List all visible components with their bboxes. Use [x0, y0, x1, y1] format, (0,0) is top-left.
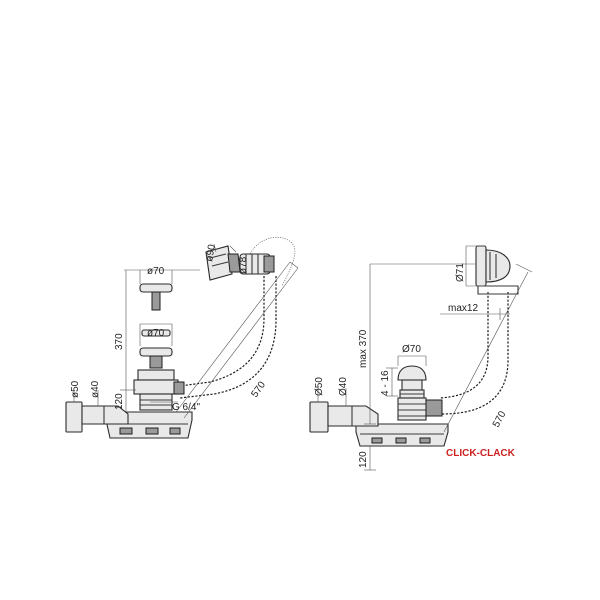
right-dimension-lines	[317, 245, 533, 471]
overflow-hose	[179, 276, 277, 399]
right-dim-d50: Ø50	[314, 377, 325, 396]
right-overflow-hose	[439, 285, 519, 415]
right-dim-h120: 120	[358, 451, 369, 468]
middle-plug	[139, 329, 173, 369]
right-dim-max370: max 370	[358, 329, 369, 368]
right-dim-l570: 570	[491, 409, 509, 429]
right-dim-d70: Ø70	[402, 344, 421, 355]
overflow-cap	[475, 245, 511, 287]
left-dim-h120: 120	[114, 393, 125, 410]
left-dim-l570: 570	[249, 379, 268, 399]
left-dim-d50: ø50	[70, 380, 81, 398]
right-dim-h4-16: 4 - 16	[380, 370, 391, 396]
left-dim-d40: ø40	[90, 380, 101, 398]
plug-chain	[247, 237, 296, 287]
top-plug	[139, 283, 173, 311]
right-outlet-pipe	[309, 401, 379, 433]
right-dim-max12: max12	[448, 303, 478, 314]
left-dim-d70-mid: ø70	[147, 328, 165, 339]
left-diagram: ø70 ø90 ø78 370 ø70 ø50 ø40 120 G 6/4" 5…	[65, 237, 299, 439]
left-dim-d78: ø78	[238, 256, 249, 274]
left-dim-d70-top: ø70	[147, 266, 165, 277]
left-dim-d90: ø90	[204, 243, 218, 262]
right-dim-d71: Ø71	[455, 263, 466, 282]
right-dim-d40: Ø40	[338, 377, 349, 396]
left-dim-g64: G 6/4"	[172, 402, 200, 413]
left-dim-h370: 370	[114, 333, 125, 350]
overflow-connector	[239, 253, 275, 275]
left-dimension-lines	[73, 243, 299, 419]
right-diagram: Ø71 max12 max 370 4 - 16 Ø70 Ø50 Ø40 120…	[309, 245, 533, 471]
right-trap-bowl	[355, 423, 449, 447]
click-clack-plug	[397, 365, 443, 421]
product-name-label: CLICK-CLACK	[446, 448, 516, 459]
overflow-cover	[205, 245, 241, 281]
